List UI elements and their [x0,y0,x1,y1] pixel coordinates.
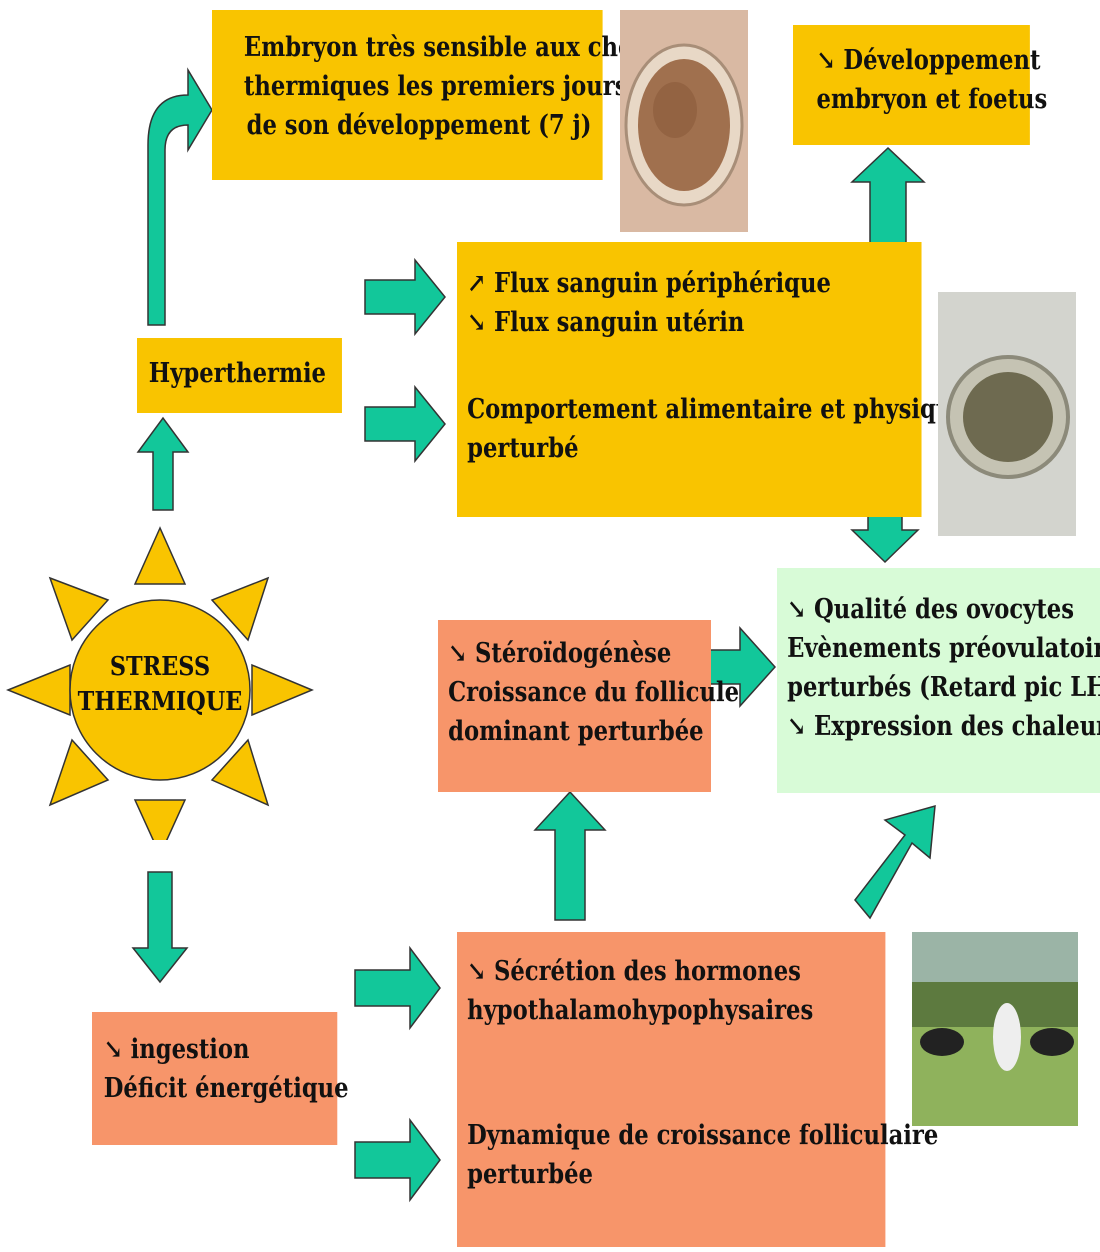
down-arrow-icon: ↘ [104,1034,123,1065]
sun-ray-right [252,665,312,715]
embryon-line2: thermiques les premiers jours [244,67,594,106]
embryon-line3: de son développement (7 j) [244,106,594,145]
down-arrow-icon: ↘ [817,45,836,76]
arrow-diagonal-to-qualite [855,806,935,918]
flux-box: ↗ Flux sanguin périphérique ↘ Flux sangu… [457,242,922,517]
stress-thermique-label: STRESS THERMIQUE [74,650,246,720]
embryon-line1: Embryon très sensible aux chocs [244,28,594,67]
arrow-sun-to-ingestion [133,872,187,982]
steroido-box: ↘ Stéroïdogénèse Croissance du follicule… [438,620,711,792]
sun-ray-top [135,528,185,584]
arrow-up-to-developpement [852,148,924,245]
hyperthermie-box: Hyperthermie [137,338,342,413]
embryon-box: Embryon très sensible aux chocs thermiqu… [212,10,603,180]
down-arrow-icon: ↘ [467,956,486,987]
down-arrow-icon: ↘ [787,711,806,742]
arrow-up-to-steroido [535,792,605,920]
down-arrow-icon: ↘ [448,638,467,669]
arrow-ingestion-to-dynamique [355,1120,440,1200]
qualite-box: ↘ Qualité des ovocytes Evènements préovu… [777,568,1100,793]
secretion-box: ↘ Sécrétion des hormones hypothalamohypo… [457,932,885,1247]
cows-image [912,932,1078,1126]
developpement-box: ↘ Développement embryon et foetus [793,25,1030,145]
embryo-image [620,10,748,232]
arrow-ingestion-to-secretion [355,948,440,1028]
arrow-right-to-flux [365,260,445,334]
oocyte-photo [938,292,1076,536]
embryo-photo [620,10,748,232]
sun-ray-left [8,665,70,715]
ingestion-box: ↘ ingestion Déficit énergétique [92,1012,337,1145]
down-arrow-icon: ↘ [467,307,486,338]
oocyte-image [938,292,1076,536]
down-arrow-icon: ↘ [787,594,806,625]
sun-ray-bottom [135,800,185,840]
cows-photo [912,932,1078,1126]
up-arrow-icon: ↗ [467,268,486,299]
arrow-right-to-comportement [365,387,445,461]
